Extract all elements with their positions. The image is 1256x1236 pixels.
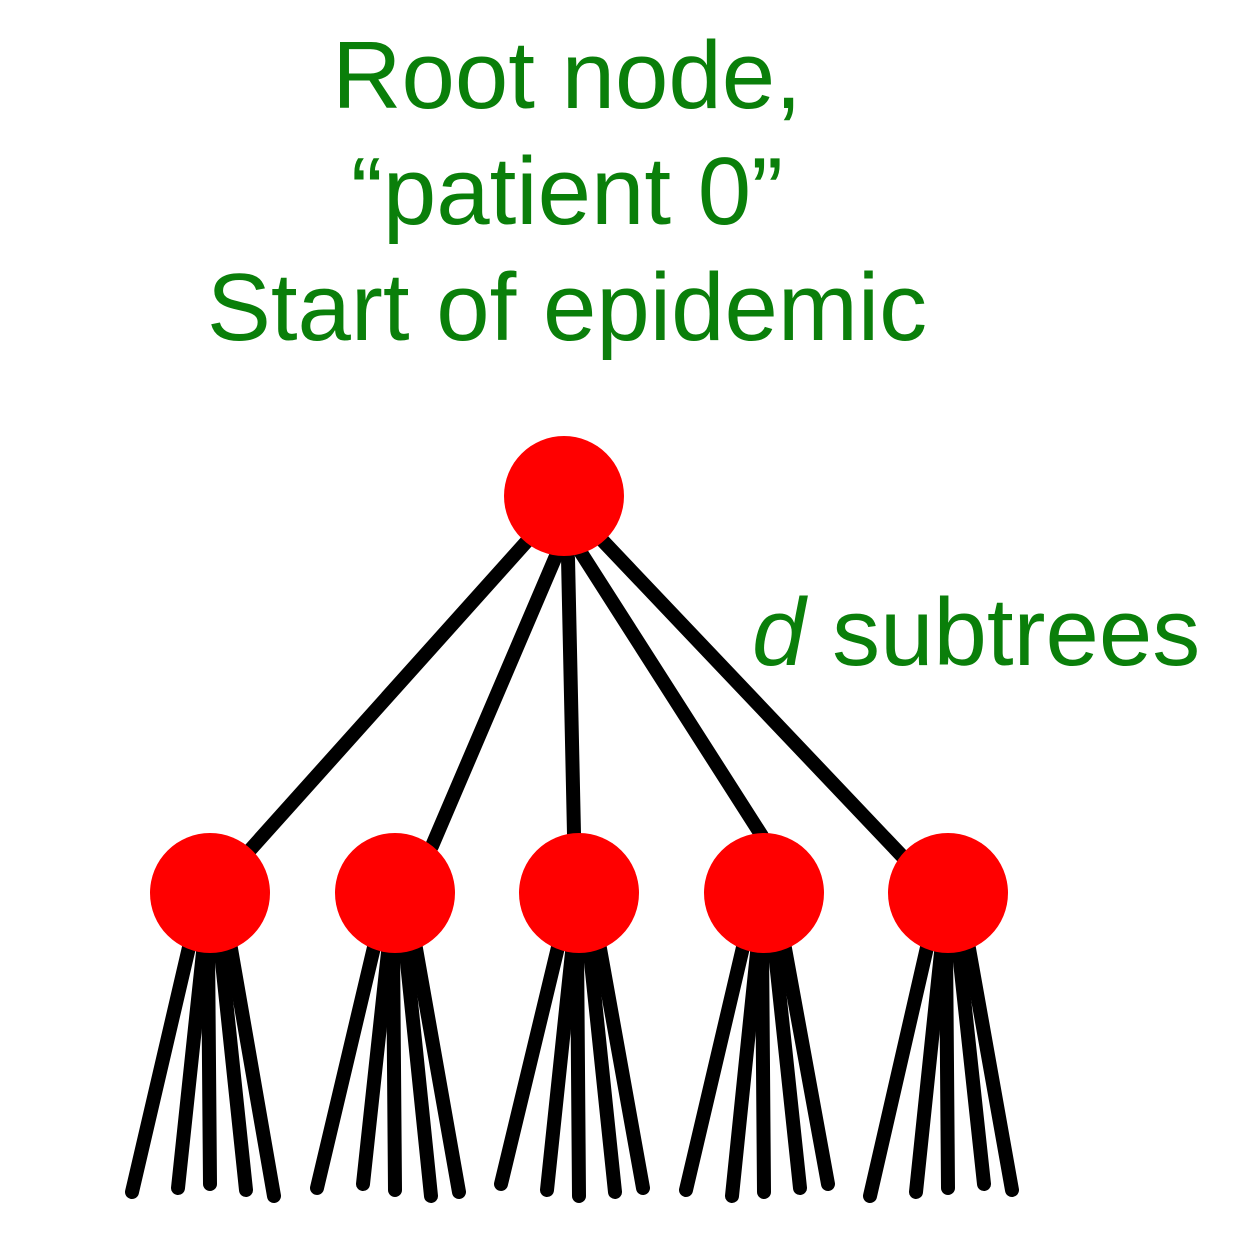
leaf-edge-2-4 xyxy=(398,936,438,1203)
root-edge-4 xyxy=(571,541,769,843)
leaf-edge-2-1 xyxy=(310,936,382,1195)
leaf-edge-4-2 xyxy=(725,936,765,1203)
child-node-1 xyxy=(150,833,270,953)
root-edge-3 xyxy=(561,551,581,841)
child-node-2 xyxy=(335,833,455,953)
leaf-edge-1-5 xyxy=(223,936,281,1203)
child-node-5 xyxy=(888,833,1008,953)
root-edge-1 xyxy=(243,533,535,857)
leaf-edge-4-1 xyxy=(679,936,751,1197)
leaf-edge-4-4 xyxy=(767,936,807,1195)
leaf-edge-1-1 xyxy=(125,936,197,1199)
leaf-edge-1-3 xyxy=(201,936,217,1191)
tree-edges xyxy=(125,533,1019,1203)
leaf-edge-5-4 xyxy=(951,936,991,1191)
leaf-edge-3-1 xyxy=(494,936,566,1191)
root-node xyxy=(504,436,624,556)
subtrees-label: d subtrees xyxy=(752,578,1200,688)
leaf-edge-5-2 xyxy=(909,936,949,1199)
caption-line-1: Root node, xyxy=(332,22,802,129)
leaf-edge-2-5 xyxy=(408,936,466,1199)
leaf-edge-3-5 xyxy=(592,936,650,1195)
root-node-caption: Root node, “patient 0” Start of epidemic xyxy=(0,18,1134,366)
tree-nodes xyxy=(150,436,1008,953)
subtrees-text: subtrees xyxy=(805,579,1201,686)
leaf-edge-5-1 xyxy=(863,936,935,1203)
root-edge-5 xyxy=(595,533,909,863)
caption-line-2: “patient 0” xyxy=(350,138,784,245)
subtrees-variable: d xyxy=(752,579,806,686)
leaf-edge-5-5 xyxy=(961,936,1019,1197)
leaf-edge-3-3 xyxy=(570,936,586,1203)
leaf-edge-1-4 xyxy=(213,936,253,1197)
root-edge-2 xyxy=(425,549,563,853)
child-node-4 xyxy=(704,833,824,953)
leaf-edge-1-2 xyxy=(171,936,211,1195)
leaf-edge-5-3 xyxy=(939,936,955,1195)
leaf-edge-2-3 xyxy=(386,936,402,1197)
child-node-3 xyxy=(519,833,639,953)
leaf-edge-4-5 xyxy=(777,936,835,1191)
leaf-edge-3-4 xyxy=(582,936,622,1199)
leaf-edge-3-2 xyxy=(540,936,580,1197)
leaf-edge-4-3 xyxy=(755,936,771,1199)
caption-line-3: Start of epidemic xyxy=(206,254,928,361)
leaf-edge-2-2 xyxy=(356,936,396,1191)
